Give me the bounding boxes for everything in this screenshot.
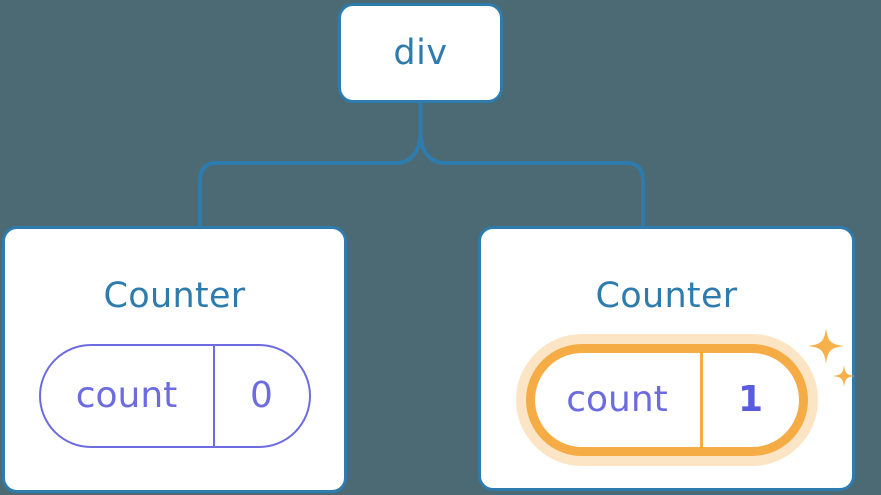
node-counter-left[interactable]: Counter count 0 [2,226,347,493]
counter-right-title: Counter [595,276,738,316]
state-pill-count-right[interactable]: count 1 [525,344,808,456]
counter-left-title: Counter [103,276,246,316]
counter-left-state-wrap: count 0 [38,344,311,448]
state-key-label: count [535,353,703,447]
state-value-label: 0 [250,375,273,416]
state-pill-count-left[interactable]: count 0 [38,344,311,448]
node-counter-right[interactable]: Counter count 1 [478,226,855,491]
connector-edge-left [198,130,423,228]
state-value-label: 1 [737,379,764,420]
counter-right-state-wrap: count 1 [525,328,855,456]
sparkle-small-icon [832,365,855,387]
node-div-label: div [393,32,448,73]
sparkle-large-icon [807,328,844,364]
state-key-label: count [41,346,215,446]
node-div[interactable]: div [338,3,503,103]
connector-edge-right [418,130,645,228]
